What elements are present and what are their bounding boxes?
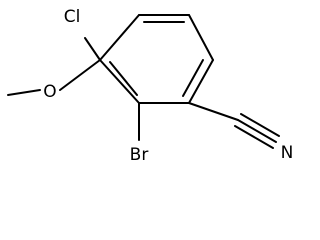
bromine-label: Br	[130, 145, 149, 165]
structure-diagram: Cl O Br N	[7, 7, 294, 165]
ring-double-bond-left	[109, 61, 138, 96]
ring-bond-c2-c3	[188, 14, 214, 61]
nitrile-bond-1	[237, 119, 277, 143]
nitrogen-label: N	[281, 143, 294, 163]
ring-bond-c5-c6	[99, 59, 140, 104]
bond-to-chlorine	[84, 37, 101, 61]
ring-double-bond-right	[182, 59, 204, 97]
bond-oxygen-methyl	[7, 89, 41, 96]
ring-bond-c6-c1	[99, 14, 140, 61]
oxygen-label: O	[43, 82, 56, 102]
nitrile-bond-3	[234, 125, 274, 149]
nitrile-bond-2	[240, 113, 280, 137]
chlorine-label: Cl	[64, 7, 81, 27]
ring-bond-c3-c4	[188, 59, 214, 104]
bond-to-nitrile-carbon	[188, 102, 239, 121]
bond-to-oxygen	[59, 59, 101, 91]
molecule-drawing: Cl O Br N	[7, 7, 294, 165]
